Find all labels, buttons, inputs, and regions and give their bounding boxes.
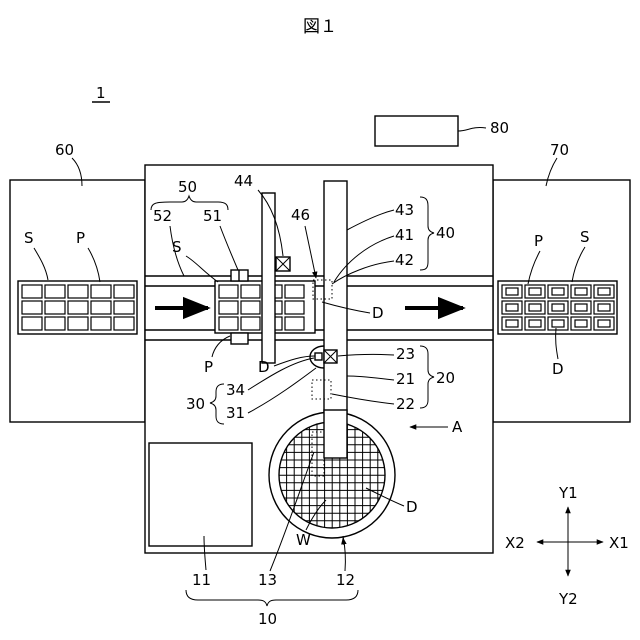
brace-10	[186, 590, 358, 606]
item-11-box	[149, 443, 252, 546]
label-D-right: D	[552, 360, 564, 378]
pallet-cell	[219, 301, 238, 314]
conveyor-stage-bottom	[231, 333, 248, 344]
label-70: 70	[550, 141, 569, 159]
label-23: 23	[396, 345, 415, 363]
axis-indicator	[537, 507, 603, 576]
label-20: 20	[436, 369, 455, 387]
label-device: 1	[96, 84, 106, 102]
pallet-cell	[68, 285, 88, 298]
die-in-cell	[575, 320, 587, 327]
pallet-cell	[241, 285, 260, 298]
die-in-cell	[552, 304, 564, 311]
label-Y1: Y1	[558, 484, 578, 502]
label-60: 60	[55, 141, 74, 159]
pallet-cell	[241, 317, 260, 330]
die-in-cell	[506, 288, 518, 295]
die-in-cell	[506, 304, 518, 311]
die-in-cell	[598, 304, 610, 311]
label-D-1: D	[372, 304, 384, 322]
label-P-right: P	[534, 232, 543, 250]
label-51: 51	[203, 207, 222, 225]
pallet-cell	[219, 317, 238, 330]
label-S-left: S	[24, 229, 34, 247]
label-X2: X2	[505, 534, 525, 552]
label-13: 13	[258, 571, 277, 589]
pallet-cell	[285, 317, 304, 330]
die-in-cell	[575, 304, 587, 311]
die-in-cell	[552, 320, 564, 327]
pallet-cell	[114, 301, 134, 314]
label-42: 42	[395, 251, 414, 269]
pallet-cell	[22, 301, 42, 314]
head-rail-44	[262, 193, 275, 363]
pallet-cell	[91, 285, 111, 298]
label-D-3: D	[406, 498, 418, 516]
pallet-cell	[91, 301, 111, 314]
pallet-cell	[285, 285, 304, 298]
pallet-left	[18, 281, 137, 334]
pallet-cell	[241, 301, 260, 314]
pallet-cell	[45, 285, 65, 298]
label-52: 52	[153, 207, 172, 225]
pallet-cell	[114, 285, 134, 298]
die-in-cell	[529, 288, 541, 295]
figure-title: 図１	[303, 17, 337, 37]
pallet-cell	[22, 317, 42, 330]
pallet-cell	[68, 301, 88, 314]
pallet-cell	[285, 301, 304, 314]
pallet-cell	[91, 317, 111, 330]
pallet-cell	[45, 317, 65, 330]
die-in-cell	[575, 288, 587, 295]
die-in-cell	[598, 320, 610, 327]
label-46: 46	[291, 206, 310, 224]
label-34: 34	[226, 381, 245, 399]
die-in-cell	[529, 320, 541, 327]
label-W: W	[296, 531, 311, 549]
die-in-cell	[598, 288, 610, 295]
pallet-cell	[114, 317, 134, 330]
label-44: 44	[234, 172, 253, 190]
rail-43-over-wafer	[324, 410, 347, 458]
label-40: 40	[436, 224, 455, 242]
label-10: 10	[258, 610, 277, 628]
controller-box	[375, 116, 458, 146]
label-X1: X1	[609, 534, 629, 552]
leader-80	[458, 128, 486, 131]
label-12: 12	[336, 571, 355, 589]
label-S-right: S	[580, 228, 590, 246]
pallet-cell	[68, 317, 88, 330]
label-P-left: P	[76, 229, 85, 247]
pallet-cell	[219, 285, 238, 298]
die-in-cell	[529, 304, 541, 311]
pallet-cell	[45, 301, 65, 314]
pallet-cell	[22, 285, 42, 298]
pallet-right	[498, 281, 617, 334]
label-80: 80	[490, 119, 509, 137]
die-on-stage	[315, 353, 322, 360]
label-43: 43	[395, 201, 414, 219]
label-41: 41	[395, 226, 414, 244]
label-50: 50	[178, 178, 197, 196]
die-in-cell	[552, 288, 564, 295]
label-P-mid: P	[204, 358, 213, 376]
label-30: 30	[186, 395, 205, 413]
label-11: 11	[192, 571, 211, 589]
label-Y2: Y2	[558, 590, 578, 608]
label-D-2: D	[258, 358, 270, 376]
label-21: 21	[396, 370, 415, 388]
label-S-mid: S	[172, 238, 182, 256]
die-in-cell	[506, 320, 518, 327]
label-A: A	[452, 418, 463, 436]
label-31: 31	[226, 404, 245, 422]
label-22: 22	[396, 395, 415, 413]
